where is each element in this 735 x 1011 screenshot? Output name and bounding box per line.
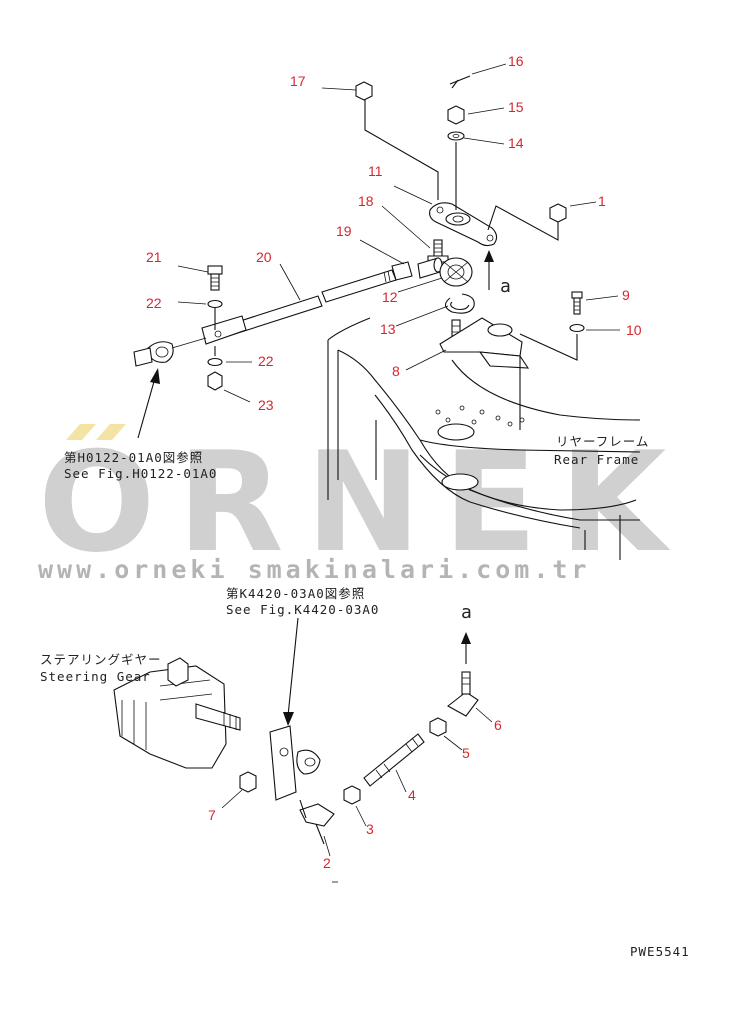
callout-22-bottom: 22 [258,353,274,369]
leader-lines-upper [177,63,620,403]
ball-joint-6 [447,671,479,717]
callout-21: 21 [146,249,162,265]
callout-12: 12 [382,289,398,305]
watermark-logo-mark [96,424,126,440]
reference-note-top: 第H0122-01A0図参照 See Fig.H0122-01A0 [64,450,217,481]
callout-3: 3 [366,821,374,837]
callout-9: 9 [622,287,630,303]
callout-23: 23 [258,397,274,413]
snap-ring-13 [444,293,475,314]
washer-10 [519,323,585,361]
bracket-11 [429,202,498,247]
nut-1 [487,203,567,241]
washer-22-top [207,299,223,309]
svg-text:Steering Gear: Steering Gear [40,669,151,684]
callout-2: 2 [323,855,331,871]
watermark-brand: ORNEK [38,422,688,583]
washer-22-bottom [207,357,223,367]
drawing-code: PWE5541 [630,944,690,959]
leader-lines-lower [221,707,493,883]
frame-holes [435,405,525,427]
svg-text:a: a [461,602,473,623]
ref-arrow-bottom [283,617,299,726]
ball-joint-2 [299,799,335,845]
nut-17 [355,81,439,200]
bracket-8 [439,317,530,430]
callout-8: 8 [392,363,400,379]
callout-10: 10 [626,322,642,338]
callout-14: 14 [508,135,524,151]
nut-3 [343,785,361,805]
bushing-19 [417,257,443,279]
callout-18: 18 [358,193,374,209]
pin-16 [449,75,471,89]
callout-19: 19 [336,223,352,239]
svg-text:ステアリングギヤー: ステアリングギヤー [40,652,162,667]
reference-note-bottom: 第K4420-03A0図参照 See Fig.K4420-03A0 [226,586,379,617]
rod-4 [363,733,425,787]
bolt-21 [207,265,223,291]
svg-text:第H0122-01A0図参照: 第H0122-01A0図参照 [64,450,203,465]
steering-gear [113,657,241,769]
watermark-logo-mark [66,424,96,440]
nut-23 [207,371,223,391]
svg-text:a: a [500,276,512,297]
rear-frame [327,317,641,560]
svg-text:Rear Frame: Rear Frame [554,452,639,467]
callouts: 1 2 3 4 5 6 7 8 9 10 11 12 13 14 15 16 1… [146,53,642,871]
bolt-9 [571,291,583,315]
label-steering-gear: ステアリングギヤー Steering Gear [40,652,162,684]
callout-17: 17 [290,73,306,89]
svg-text:第K4420-03A0図参照: 第K4420-03A0図参照 [226,586,365,601]
callout-6: 6 [494,717,502,733]
svg-text:See Fig.K4420-03A0: See Fig.K4420-03A0 [226,602,379,617]
rod-20 [133,261,413,367]
callout-22-top: 22 [146,295,162,311]
view-arrow-a-bottom: a [461,602,473,664]
callout-16: 16 [508,53,524,69]
svg-text:リヤーフレーム: リヤーフレーム [556,434,649,449]
nut-15 [447,105,465,125]
callout-4: 4 [408,787,416,803]
ball-joint-12 [439,257,473,287]
callout-15: 15 [508,99,524,115]
view-arrow-a-top: a [484,250,512,297]
watermark-url: www.orneki smakinalari.com.tr [38,555,591,584]
nut-5 [429,717,447,737]
label-rear-frame: リヤーフレーム Rear Frame [554,434,649,467]
callout-1: 1 [598,193,606,209]
ref-arrow-top [137,368,160,439]
watermark: ORNEK www.orneki smakinalari.com.tr [38,422,688,584]
callout-7: 7 [208,807,216,823]
callout-13: 13 [380,321,396,337]
callout-11: 11 [368,163,383,179]
nut-7 [239,771,257,793]
svg-text:See Fig.H0122-01A0: See Fig.H0122-01A0 [64,466,217,481]
callout-5: 5 [462,745,470,761]
pitman-arm [269,725,321,801]
callout-20: 20 [256,249,272,265]
washer-14 [447,131,465,141]
